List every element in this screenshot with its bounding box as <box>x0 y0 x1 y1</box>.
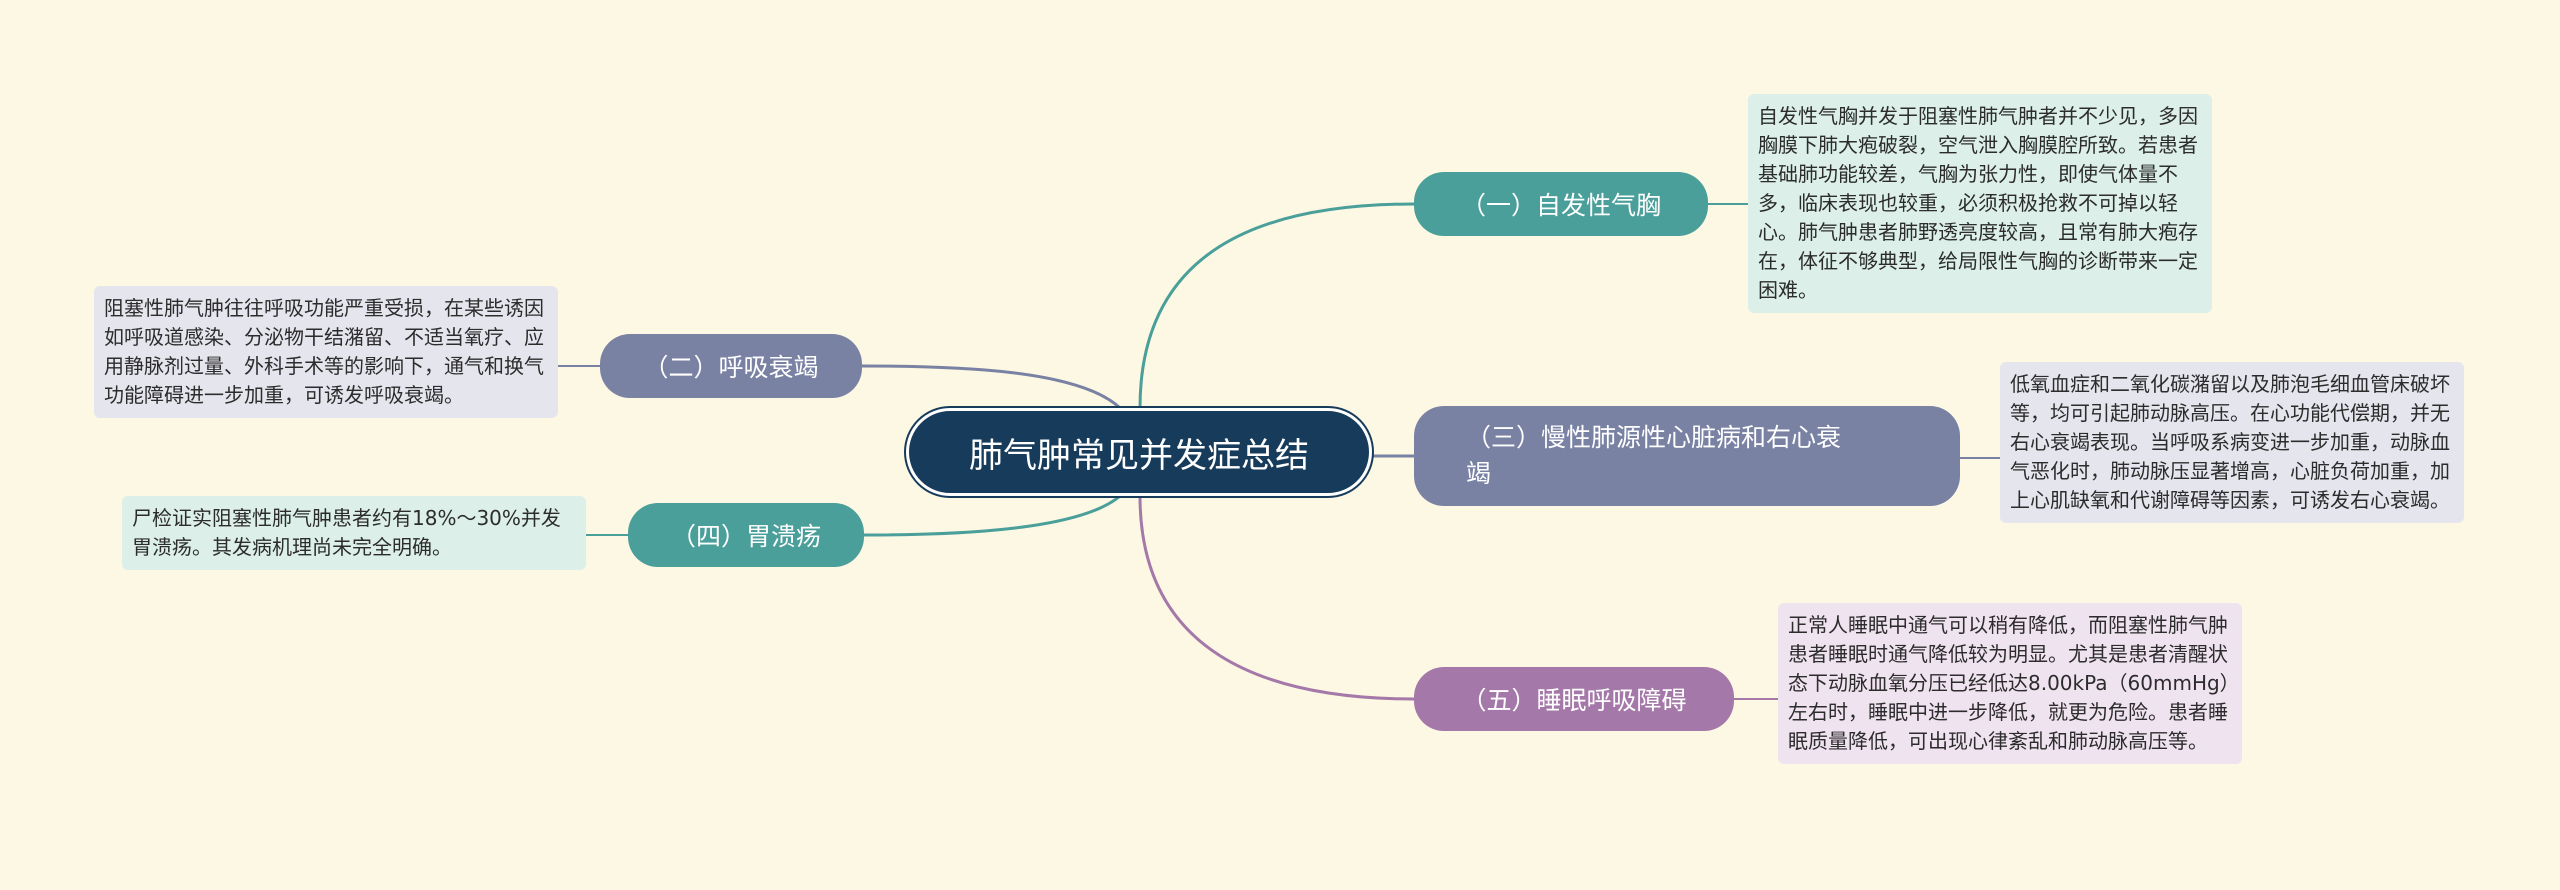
link-root-b5 <box>1138 495 1415 701</box>
branch-label: （一）自发性气胸 <box>1460 191 1661 220</box>
link-root-b4 <box>863 494 1121 537</box>
branch-cor-pulmonale[interactable]: （三）慢性肺源性心脏病和右心衰 竭 <box>1414 406 1960 506</box>
branch-label: （二）呼吸衰竭 <box>643 353 819 382</box>
detail-spontaneous-pneumothorax: 自发性气胸并发于阻塞性肺气肿者并不少见，多因胸膜下肺大疱破裂，空气泄入胸膜腔所致… <box>1748 94 2212 313</box>
detail-cor-pulmonale: 低氧血症和二氧化碳潴留以及肺泡毛细血管床破坏等，均可引起肺动脉高压。在心功能代偿… <box>2000 362 2464 523</box>
branch-sleep-breathing-disorder[interactable]: （五）睡眠呼吸障碍 <box>1414 667 1734 731</box>
link-root-b1 <box>1138 202 1415 409</box>
detail-text: 阻塞性肺气肿往往呼吸功能严重受损，在某些诱因如呼吸道感染、分泌物干结潴留、不适当… <box>104 296 544 407</box>
root-topic[interactable]: 肺气肿常见并发症总结 <box>906 408 1372 496</box>
branch-respiratory-failure[interactable]: （二）呼吸衰竭 <box>600 334 862 398</box>
detail-gastric-ulcer: 尸检证实阻塞性肺气肿患者约有18%～30%并发胃溃疡。其发病机理尚未完全明确。 <box>122 496 586 570</box>
branch-label-wrap: （三）慢性肺源性心脏病和右心衰 竭 <box>1466 420 1841 492</box>
detail-text: 自发性气胸并发于阻塞性肺气肿者并不少见，多因胸膜下肺大疱破裂，空气泄入胸膜腔所致… <box>1758 104 2198 302</box>
root-topic-label: 肺气肿常见并发症总结 <box>969 435 1309 476</box>
branch-gastric-ulcer[interactable]: （四）胃溃疡 <box>628 503 864 567</box>
branch-spontaneous-pneumothorax[interactable]: （一）自发性气胸 <box>1414 172 1708 236</box>
branch-label: （四）胃溃疡 <box>670 522 821 551</box>
detail-respiratory-failure: 阻塞性肺气肿往往呼吸功能严重受损，在某些诱因如呼吸道感染、分泌物干结潴留、不适当… <box>94 286 558 418</box>
detail-sleep-breathing-disorder: 正常人睡眠中通气可以稍有降低，而阻塞性肺气肿患者睡眠时通气降低较为明显。尤其是患… <box>1778 603 2242 764</box>
link-root-b2 <box>861 364 1122 410</box>
detail-text: 尸检证实阻塞性肺气肿患者约有18%～30%并发胃溃疡。其发病机理尚未完全明确。 <box>132 506 561 559</box>
branch-label-line1: （三）慢性肺源性心脏病和右心衰 <box>1466 423 1842 452</box>
detail-text: 正常人睡眠中通气可以稍有降低，而阻塞性肺气肿患者睡眠时通气降低较为明显。尤其是患… <box>1788 613 2230 753</box>
branch-label-line2: 竭 <box>1466 459 1492 488</box>
branch-label: （五）睡眠呼吸障碍 <box>1461 686 1687 715</box>
detail-text: 低氧血症和二氧化碳潴留以及肺泡毛细血管床破坏等，均可引起肺动脉高压。在心功能代偿… <box>2010 372 2450 512</box>
